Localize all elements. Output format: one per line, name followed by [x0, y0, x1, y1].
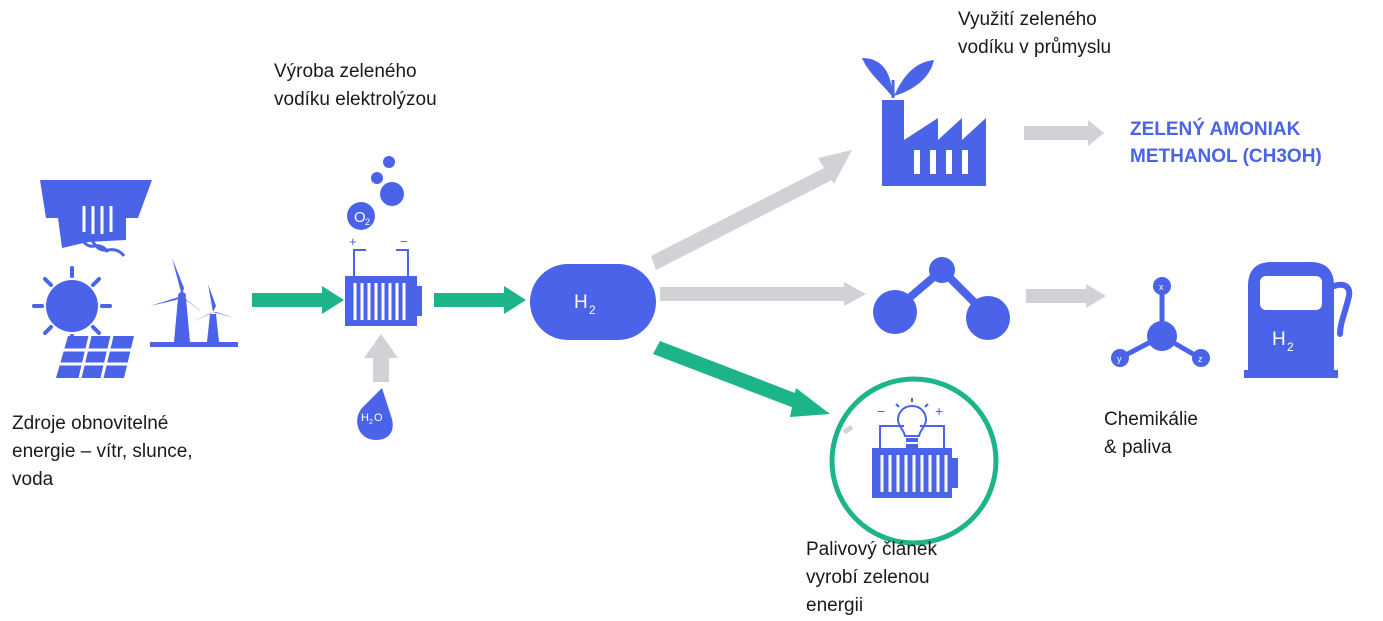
fuel-cell-icon: − +	[829, 376, 999, 546]
minus-sign: −	[400, 234, 408, 249]
fuel-cell-line-3: energii	[806, 595, 864, 616]
plus-sign: +	[349, 234, 357, 249]
grey-arrow-h2-to-molecule	[660, 282, 866, 306]
fuel-cell-line-1: Palivový článek	[806, 539, 937, 560]
o2-subscript: 2	[365, 217, 370, 227]
grey-arrow-water-to-electrolyzer	[364, 334, 398, 382]
axis-y-label: y	[1117, 354, 1122, 364]
wind-turbine-icon	[150, 258, 238, 347]
industry-line-2: vodíku v průmyslu	[958, 37, 1112, 58]
renewables-line-1: Zdroje obnovitelné	[12, 413, 169, 434]
hydro-dam-icon	[40, 180, 152, 257]
products-line-1: ZELENÝ AMONIAK	[1130, 119, 1301, 140]
green-arrow-electrolyzer-to-h2	[434, 286, 526, 314]
h2o-o: O	[374, 412, 383, 424]
chemical-compound-icon: x y z	[1111, 277, 1210, 367]
grey-arrow-h2-to-industry	[651, 150, 852, 270]
axis-z-label: z	[1198, 354, 1203, 364]
bubbles-icon	[371, 156, 404, 206]
hydrogen-h2-icon: H 2	[530, 264, 656, 340]
sun-icon	[32, 266, 112, 346]
renewables-line-2: energie – vítr, slunce,	[12, 441, 193, 462]
electrolysis-line-1: Výroba zeleného	[274, 61, 417, 82]
fuel-cell-line-2: vyrobí zelenou	[806, 567, 930, 588]
h2-label: H	[574, 292, 588, 313]
electrolysis-line-2: vodíku elektrolýzou	[274, 89, 437, 110]
chemicals-caption: Chemikálie & paliva	[1104, 406, 1198, 462]
chemicals-line-1: Chemikálie	[1104, 409, 1198, 430]
fuel-cell-minus: −	[877, 403, 885, 419]
green-factory-icon	[862, 58, 986, 186]
solar-panel-icon	[56, 335, 134, 379]
h2o-subscript: 2	[369, 419, 373, 426]
molecule-icon	[873, 257, 1010, 340]
water-drop-icon: H 2 O	[357, 388, 393, 440]
grey-arrow-molecule-to-chemicals	[1026, 284, 1106, 308]
pump-h2-subscript: 2	[1287, 340, 1294, 354]
pump-h2-label: H	[1272, 329, 1286, 350]
fuel-cell-caption: Palivový článek vyrobí zelenou energii	[806, 536, 937, 620]
electrolysis-caption: Výroba zeleného vodíku elektrolýzou	[274, 58, 437, 114]
h2o-h: H	[361, 412, 369, 424]
fuel-cell-plus: +	[935, 403, 943, 419]
green-arrow-h2-to-fuel-cell	[653, 341, 830, 417]
lightbulb-icon	[895, 398, 929, 448]
chemicals-line-2: & paliva	[1104, 437, 1172, 458]
grey-arrow-industry-to-products	[1024, 120, 1104, 146]
renewables-line-3: voda	[12, 469, 54, 490]
renewables-caption: Zdroje obnovitelné energie – vítr, slunc…	[12, 410, 193, 494]
products-line-2: METHANOL (CH3OH)	[1130, 146, 1322, 167]
industry-line-1: Využití zeleného	[958, 9, 1097, 30]
o2-label: O	[354, 209, 366, 226]
green-arrow-renewables-to-electrolyzer	[252, 286, 344, 314]
industry-caption: Využití zeleného vodíku v průmyslu	[958, 6, 1111, 62]
products-caption: ZELENÝ AMONIAK METHANOL (CH3OH)	[1130, 116, 1322, 170]
axis-x-label: x	[1159, 282, 1164, 292]
oxygen-bubble-icon: O 2	[347, 202, 375, 230]
h2-subscript: 2	[589, 303, 596, 317]
electrolyzer-icon: + −	[345, 234, 422, 326]
hydrogen-pump-icon: H 2	[1244, 262, 1353, 378]
